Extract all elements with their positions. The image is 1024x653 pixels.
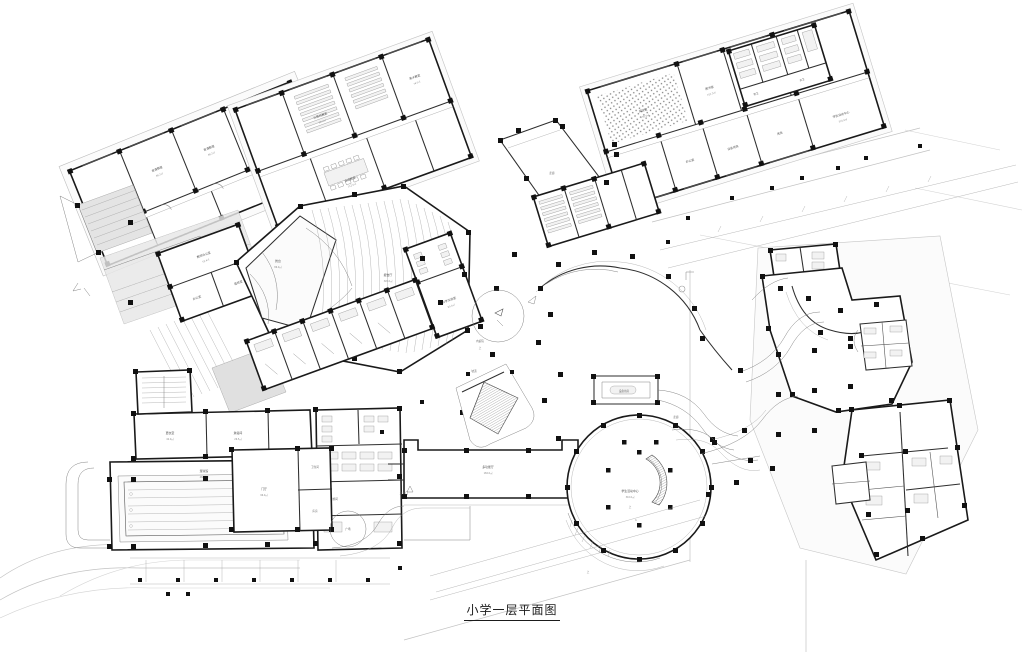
courtyard-sub: 上 — [479, 346, 482, 350]
west-stair-core — [133, 368, 193, 415]
room-area: 88.4㎡ — [318, 118, 327, 125]
stair-label: 上 — [587, 570, 590, 574]
curved-stair — [645, 454, 668, 506]
room-label: 办公室 — [685, 157, 695, 164]
entrance-label: 主入口 — [400, 490, 409, 495]
plaza-paving — [429, 499, 707, 593]
north-pavilion-link: 设备用房 走廊 — [591, 374, 739, 451]
room-label: 卫生间 — [311, 465, 319, 469]
room-area: 26.5㎡ — [234, 437, 242, 441]
room-area: 68.2㎡ — [207, 150, 216, 157]
room-label: 报告厅 — [384, 272, 393, 277]
courtyard-label: 内庭院 — [476, 339, 484, 343]
room-label: 多功能厅 — [482, 464, 494, 469]
room-label: 淋浴间 — [234, 430, 243, 435]
room-label: 普通教室 — [203, 143, 216, 152]
room-label: 普通教室 — [151, 164, 164, 173]
northeast-toilet-cluster: 男卫 女卫 — [725, 22, 834, 109]
direction-arrow-icon — [527, 295, 537, 305]
stair-label: 上 — [629, 505, 632, 509]
room-area: 42.0㎡ — [166, 437, 174, 441]
south-toilet-block — [243, 276, 436, 392]
room-area: 86.0㎡ — [274, 265, 282, 269]
room-label: 办公室 — [192, 293, 202, 301]
courtyard-island: 内庭院 上 — [471, 289, 525, 350]
inner-columns — [606, 440, 673, 528]
pavilion-label: 设备用房 — [619, 389, 630, 393]
entry-step-treads — [569, 519, 611, 558]
room-label: 女卫 — [799, 77, 806, 82]
room-label: 科学实验室 — [441, 295, 456, 305]
room-label: 教师办公室 — [196, 250, 211, 260]
south-entry-lobby: 多功能厅 182.0㎡ 主入口 — [388, 439, 588, 506]
southeast-service-core — [853, 319, 913, 371]
room-area: 52.4㎡ — [202, 257, 211, 264]
room-area: 182.0㎡ — [484, 471, 494, 475]
room-label: 计算机教室 — [312, 110, 327, 120]
exterior-colonnade — [138, 578, 370, 582]
room-label: 图书室 — [704, 84, 714, 91]
perimeter-columns — [565, 413, 714, 562]
circular-planter — [329, 510, 367, 548]
room-label: 美术教室 — [408, 72, 421, 81]
level-marker: 1 — [635, 518, 637, 522]
swimming-pool — [123, 479, 285, 537]
room-area: 320.0㎡ — [384, 279, 394, 283]
courtyard-curved-walls — [460, 124, 733, 441]
section-marker-icon — [678, 285, 686, 293]
room-label: 库房 — [312, 509, 318, 513]
plaza-columns — [166, 144, 922, 596]
south-plaza-edge — [331, 505, 471, 557]
room-area: 68.2㎡ — [155, 171, 164, 178]
southeast-building — [699, 235, 979, 575]
entrance-arrow-icon — [406, 485, 414, 493]
room-label: 阅览室 — [638, 106, 648, 113]
lobby-west-rooms: 门厅 96.0㎡ 卫生间 库房 广场 — [229, 446, 367, 548]
room-label: 更衣室 — [166, 430, 175, 435]
circular-activity-hall: 学生活动中心 310.0㎡ 上 1 上 — [565, 413, 714, 574]
site-context-lines — [0, 127, 1023, 652]
sculpture-icon — [494, 308, 504, 317]
pavilion-label: 坡道 — [471, 369, 477, 373]
room-label: 舞台 — [275, 258, 281, 263]
room-area: 74.5㎡ — [413, 79, 422, 86]
room-label: 门厅 — [261, 486, 267, 491]
courtyard-pavilion: 坡道 — [455, 363, 535, 448]
room-label: 库房 — [776, 130, 783, 137]
corridor-label: 走廊 — [673, 415, 679, 419]
room-label: 楼梯间 — [330, 497, 338, 501]
room-area: 112.0㎡ — [347, 181, 357, 188]
room-label: 男卫 — [753, 91, 760, 96]
room-area: 156.0㎡ — [640, 113, 650, 120]
ne-lower-rooms — [530, 160, 662, 249]
room-area: 102.3㎡ — [706, 90, 716, 97]
north-classroom-wing: 计算机教室 88.4㎡ 合班教室 112.0㎡ 美术教室 74.5㎡ — [226, 30, 480, 236]
southeast-entry-canopy — [671, 429, 761, 471]
room-area: 96.0㎡ — [260, 493, 268, 497]
room-label: 学生活动中心 — [832, 109, 850, 119]
room-area: 310.0㎡ — [626, 495, 636, 499]
room-label: 设备用房 — [727, 143, 740, 151]
corridor-label: 走廊 — [549, 171, 555, 175]
room-label: 学生活动中心 — [621, 488, 638, 493]
southeast-open-hall-columns — [776, 344, 853, 437]
room-area: 90.6㎡ — [447, 302, 456, 309]
room-label: 游泳馆 — [200, 468, 209, 473]
room-label: 合班教室 — [343, 175, 356, 184]
reading-hall-seats — [596, 72, 689, 144]
planter-label: 广场 — [345, 527, 351, 531]
room-label: 值班室 — [233, 278, 243, 286]
classroom-furniture — [293, 66, 389, 191]
room-area: 310.0㎡ — [838, 117, 848, 124]
